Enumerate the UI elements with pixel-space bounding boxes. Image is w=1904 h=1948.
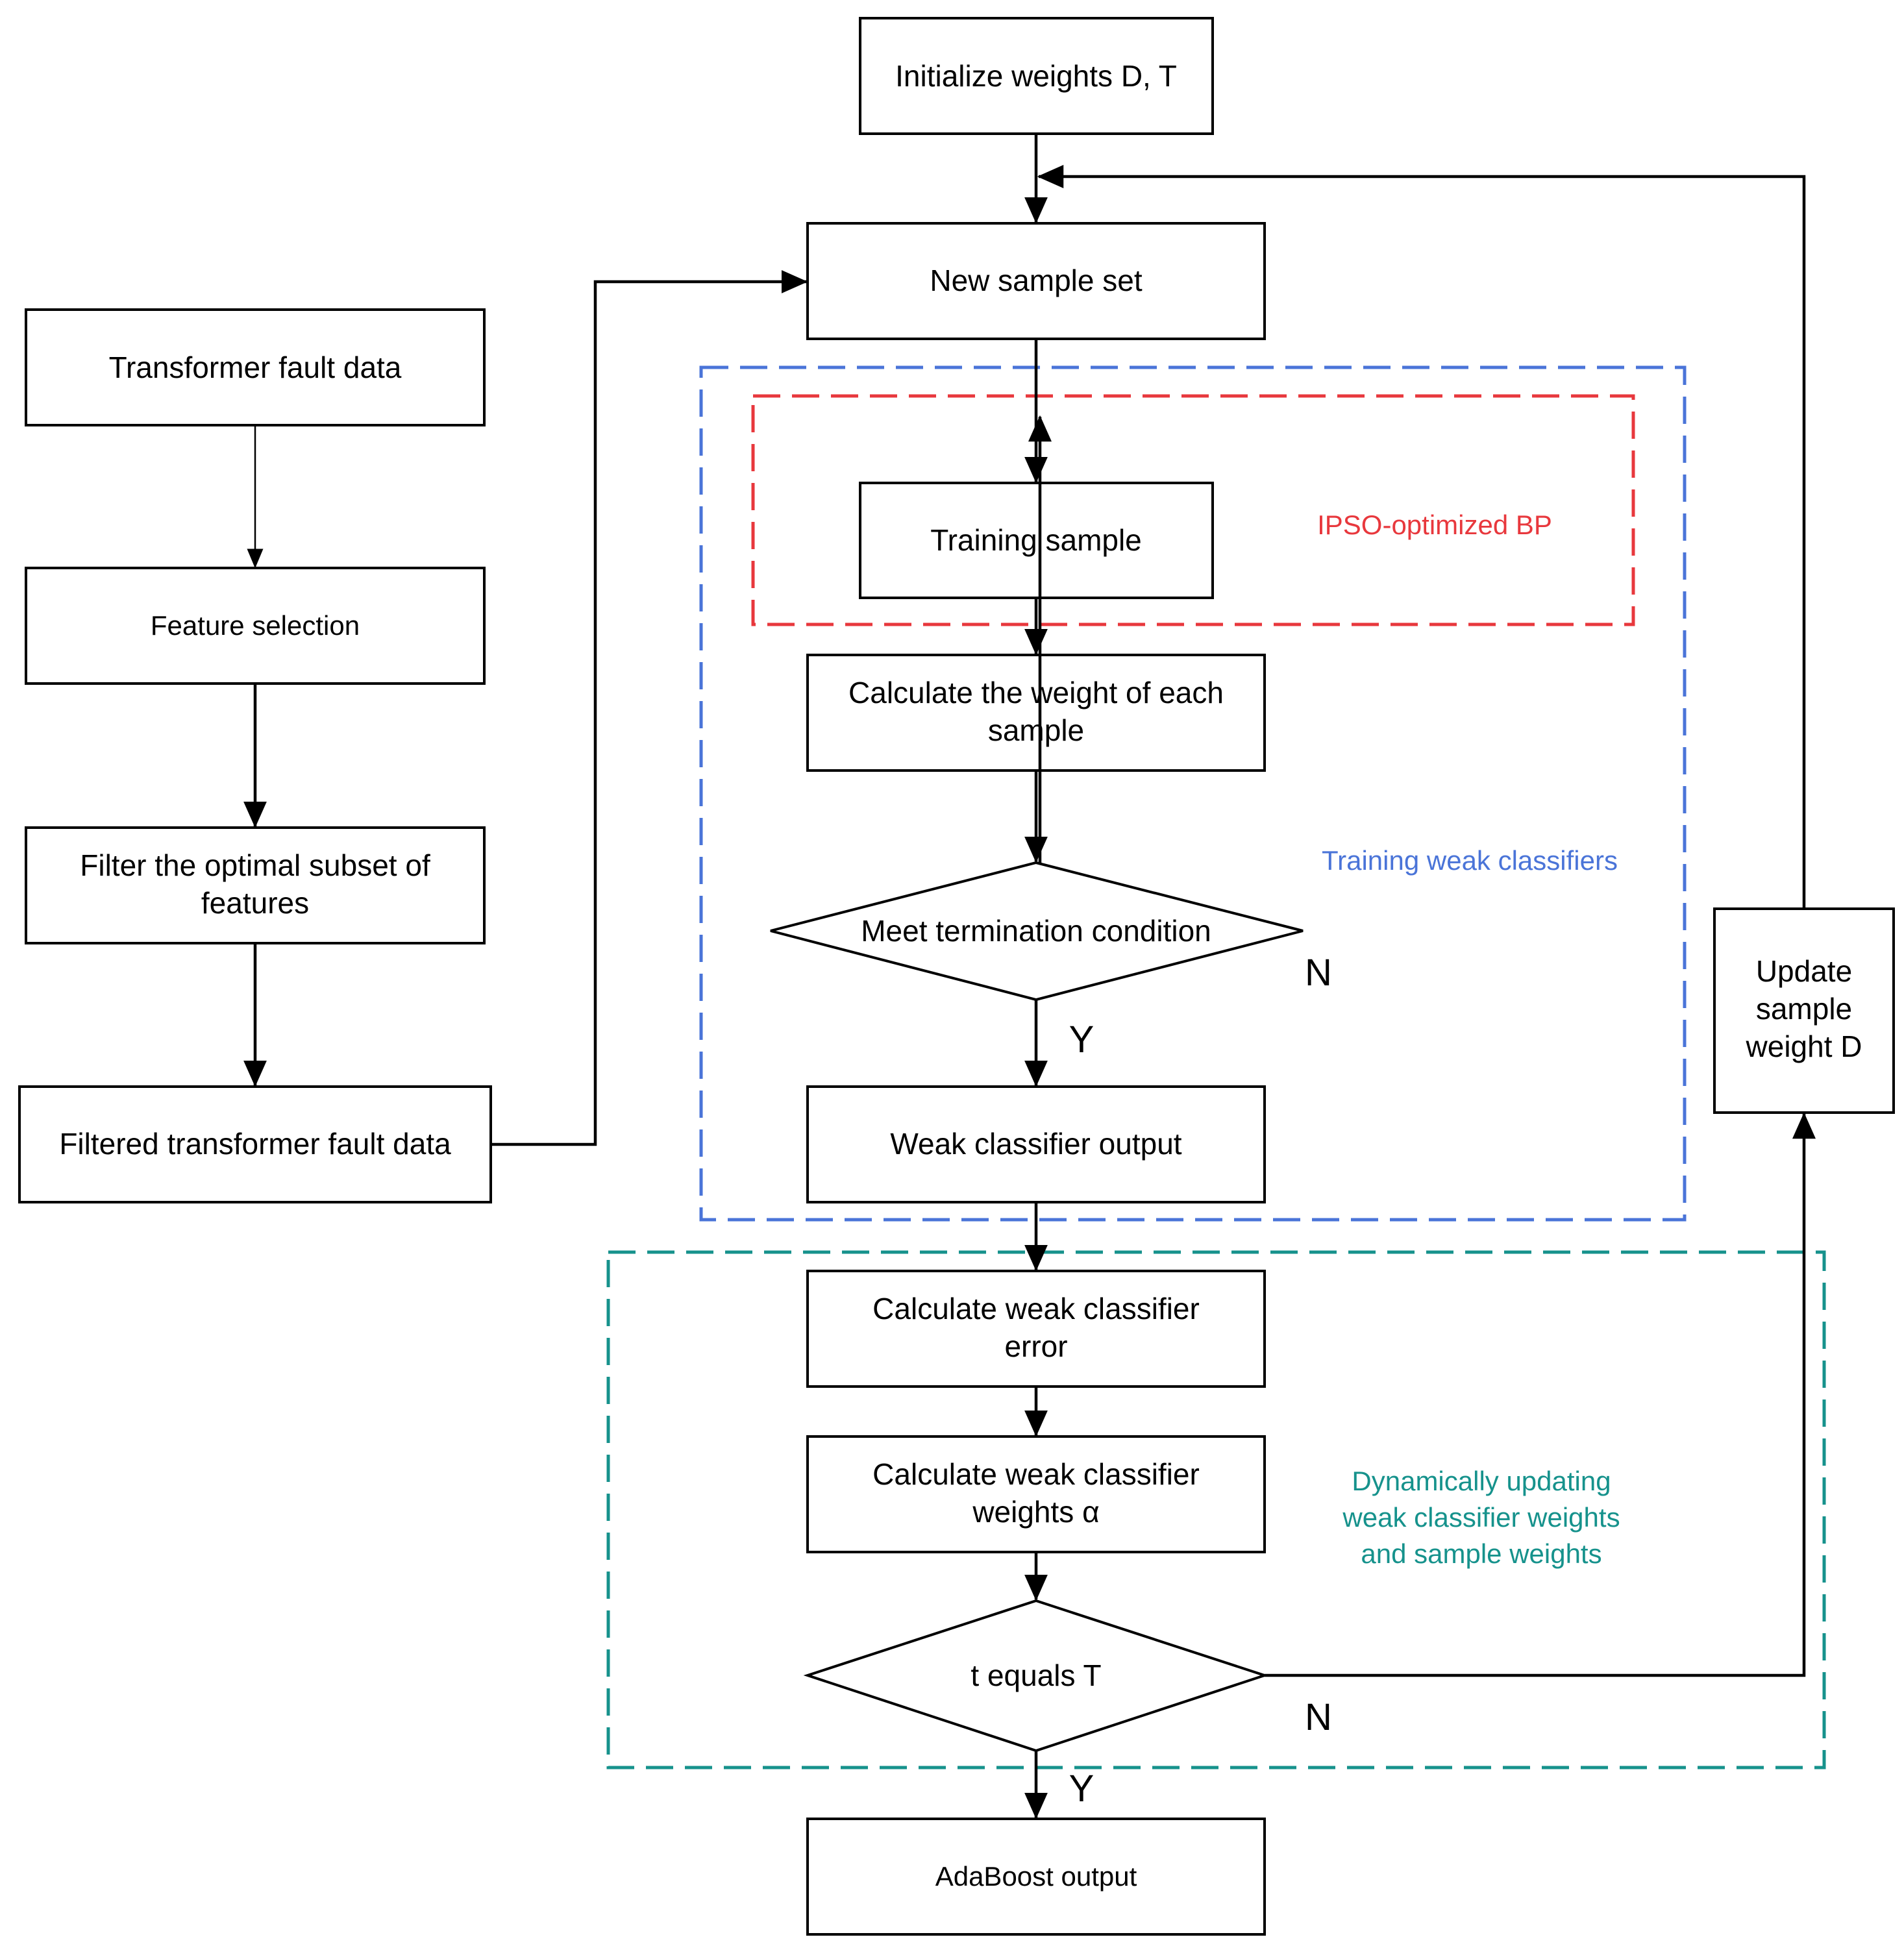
node-training-sample: Training sample — [859, 482, 1214, 599]
node-label-line3: weight D — [1746, 1029, 1862, 1063]
edge-t-equals-no-to-update — [1265, 1112, 1816, 1677]
node-t-equals-T: t equals T — [803, 1599, 1269, 1753]
node-update-sample-weight: Update sample weight D — [1713, 907, 1895, 1114]
node-label: Filtered transformer fault data — [59, 1127, 451, 1161]
node-label-line2: weights α — [972, 1495, 1099, 1529]
node-label: AdaBoost output — [935, 1861, 1137, 1892]
node-label: Feature selection — [151, 610, 360, 641]
node-label: t equals T — [971, 1658, 1101, 1692]
node-new-sample-set: New sample set — [806, 222, 1266, 340]
node-meet-termination-condition: Meet termination condition — [770, 861, 1304, 1002]
node-label-line2: features — [201, 886, 309, 920]
node-filter-optimal-subset: Filter the optimal subset of features — [25, 826, 486, 944]
region-label-training-weak: Training weak classifiers — [1322, 845, 1618, 876]
node-transformer-fault-data: Transformer fault data — [25, 308, 486, 426]
node-label-line1: Update — [1756, 954, 1852, 988]
node-filtered-transformer-fault-data: Filtered transformer fault data — [18, 1085, 492, 1203]
region-ipso-optimized-bp — [751, 394, 1635, 626]
node-calculate-weak-classifier-error: Calculate weak classifier error — [806, 1270, 1266, 1388]
node-label-line2: sample — [988, 713, 1084, 747]
region-label-dynamic-line2: weak classifier weights — [1342, 1502, 1620, 1533]
edge-update-to-new-sample — [1037, 165, 1806, 909]
node-initialize-weights: Initialize weights D, T — [859, 17, 1214, 135]
node-label: Training sample — [930, 523, 1142, 557]
node-label: Transformer fault data — [109, 351, 402, 384]
edge-filtered-to-new-sample — [491, 270, 808, 1146]
node-label-line1: Filter the optimal subset of — [80, 848, 430, 882]
region-training-weak-classifiers — [699, 365, 1687, 1222]
node-label: Initialize weights D, T — [895, 59, 1177, 93]
branch-label-t-no: N — [1305, 1696, 1332, 1738]
region-dynamic-updating — [606, 1250, 1826, 1769]
branch-label-t-yes: Y — [1069, 1768, 1094, 1810]
branch-label-meet-no: N — [1305, 952, 1332, 994]
node-label: Meet termination condition — [861, 914, 1211, 948]
region-label-ipso: IPSO-optimized BP — [1317, 510, 1552, 540]
region-label-dynamic-line3: and sample weights — [1361, 1538, 1601, 1569]
node-label-line2: sample — [1756, 992, 1852, 1026]
node-label: Weak classifier output — [890, 1127, 1181, 1161]
node-adaboost-output: AdaBoost output — [806, 1818, 1266, 1936]
node-label-line1: Calculate weak classifier — [872, 1292, 1200, 1325]
node-label-line1: Calculate the weight of each — [848, 676, 1224, 709]
node-calculate-weak-classifier-weights: Calculate weak classifier weights α — [806, 1435, 1266, 1553]
region-label-dynamic-line1: Dynamically updating — [1352, 1466, 1611, 1496]
node-label-line2: error — [1004, 1329, 1067, 1363]
node-weak-classifier-output: Weak classifier output — [806, 1085, 1266, 1203]
branch-label-meet-yes: Y — [1069, 1018, 1094, 1061]
node-feature-selection: Feature selection — [25, 567, 486, 685]
node-label-line1: Calculate weak classifier — [872, 1457, 1200, 1491]
node-calculate-sample-weight: Calculate the weight of each sample — [806, 654, 1266, 772]
node-label: New sample set — [930, 264, 1142, 297]
